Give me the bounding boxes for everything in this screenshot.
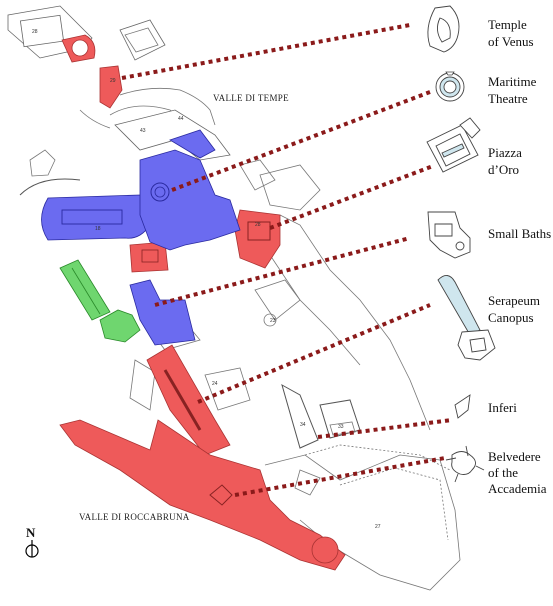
leader-piazza-d-oro xyxy=(269,164,434,230)
legend-serapeum-canopus: Serapeum Canopus xyxy=(488,293,543,325)
valley-label-tempe: VALLE DI TEMPE xyxy=(213,93,289,103)
legend-small-baths: Small Baths xyxy=(488,226,551,241)
leader-belvedere xyxy=(234,456,446,497)
north-label: N xyxy=(26,525,36,540)
svg-text:44: 44 xyxy=(178,116,184,122)
legend-belvedere: Belvedere of the Accademia xyxy=(488,449,547,496)
leader-small-baths xyxy=(154,236,411,307)
svg-text:34: 34 xyxy=(300,422,306,428)
leader-maritime-theatre xyxy=(171,90,431,192)
piazza-d-oro-icon xyxy=(426,117,481,173)
legend-labels: Temple of Venus Maritime Theatre Piazza … xyxy=(488,17,551,496)
blue-area-maritime-theatre xyxy=(139,149,241,251)
detail-icons xyxy=(426,5,496,483)
small-baths-icon xyxy=(427,211,471,259)
blue-area-pecile xyxy=(41,194,152,241)
svg-text:28: 28 xyxy=(32,29,38,35)
valley-label-roccabruna: VALLE DI ROCCABRUNA xyxy=(79,512,190,522)
svg-text:33: 33 xyxy=(338,424,344,430)
svg-text:27: 27 xyxy=(375,524,381,530)
highlight-green-areas xyxy=(59,259,141,343)
svg-text:28: 28 xyxy=(255,222,261,228)
blue-area-lower xyxy=(129,279,196,346)
svg-text:43: 43 xyxy=(140,128,146,134)
svg-text:23: 23 xyxy=(270,318,276,324)
leader-inferi xyxy=(317,418,453,439)
red-area-temple-of-venus xyxy=(99,65,123,109)
svg-text:24: 24 xyxy=(212,381,218,387)
legend-inferi: Inferi xyxy=(488,400,517,415)
north-arrow: N xyxy=(25,525,39,558)
legend-maritime-theatre: Maritime Theatre xyxy=(488,74,540,106)
belvedere-icon xyxy=(445,445,485,483)
temple-of-venus-icon xyxy=(427,5,460,53)
svg-text:18: 18 xyxy=(95,226,101,232)
highlight-blue-areas xyxy=(41,129,241,346)
maritime-theatre-icon xyxy=(435,71,465,102)
legend-piazza-d-oro: Piazza d’Oro xyxy=(488,145,525,177)
site-numbers: 28 29 43 44 18 28 23 24 34 33 27 xyxy=(32,29,381,530)
leader-lines xyxy=(121,23,453,497)
serapeum-canopus-icon xyxy=(437,275,496,361)
green-area-lower xyxy=(99,309,141,343)
legend-temple-of-venus: Temple of Venus xyxy=(488,17,534,49)
svg-text:29: 29 xyxy=(110,78,116,84)
leader-serapeum-canopus xyxy=(197,303,431,404)
leader-temple-of-venus xyxy=(121,23,411,80)
inferi-icon xyxy=(454,394,471,419)
